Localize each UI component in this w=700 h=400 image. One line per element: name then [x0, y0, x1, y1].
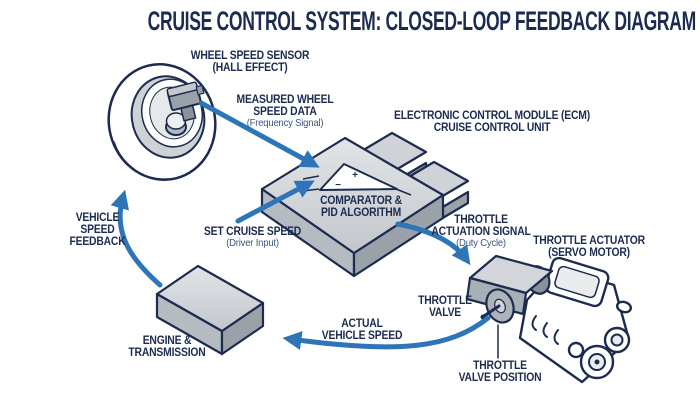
- engine-transmission-label-text: ENGINE & TRANSMISSION: [128, 335, 206, 360]
- comparator-label: COMPARATOR & PID ALGORITHM: [302, 195, 421, 219]
- wheel-speed-sensor-label-text: WHEEL SPEED SENSOR (HALL EFFECT): [190, 50, 310, 75]
- tire-sidewall-line: [113, 141, 168, 180]
- engine-pulley-upper-inner: [610, 333, 624, 347]
- engine-transmission-label: ENGINE & TRANSMISSION: [114, 335, 220, 359]
- set-cruise-label: SET CRUISE SPEED (Driver Input): [192, 226, 314, 250]
- comparator-plus-sign: +: [352, 170, 358, 181]
- vehicle-feedback-label: VEHICLE SPEED FEEDBACK: [59, 212, 136, 249]
- comparator-minus-sign: −: [335, 180, 341, 191]
- set-cruise-label-sub: (Driver Input): [226, 237, 279, 250]
- title-bar: CRUISE CONTROL SYSTEM: CLOSED-LOOP FEEDB…: [0, 6, 700, 37]
- engine-pulley-small: [567, 341, 585, 359]
- engine-pulley-large-hub: [594, 359, 600, 365]
- vehicle-feedback-label-text: VEHICLE SPEED FEEDBACK: [69, 212, 126, 249]
- signal-arrows: [110, 100, 491, 350]
- actual-speed-arrow: [282, 315, 491, 350]
- ecm-label: ELECTRONIC CONTROL MODULE (ECM) CRUISE C…: [375, 110, 609, 134]
- engine-intake: [554, 265, 600, 299]
- measured-speed-label-text: MEASURED WHEEL SPEED DATA: [236, 94, 334, 119]
- throttle-signal-label: THROTTLE ACTUATION SIGNAL (Duty Cycle): [426, 214, 536, 250]
- set-cruise-label-text: SET CRUISE SPEED: [203, 226, 302, 238]
- throttle-valve-label-text: THROTTLE VALVE: [418, 295, 472, 320]
- throttle-valve-label: THROTTLE VALVE: [407, 295, 483, 319]
- throttle-signal-label-sub: (Duty Cycle): [456, 237, 506, 250]
- comparator-lead-output: [395, 188, 412, 196]
- engine-exhaust-ribs: [531, 315, 559, 345]
- measured-speed-label: MEASURED WHEEL SPEED DATA (Frequency Sig…: [224, 94, 346, 130]
- ecm-label-text: ELECTRONIC CONTROL MODULE (ECM) CRUISE C…: [393, 110, 591, 135]
- throttle-actuator-label: THROTTLE ACTUATOR (SERVO MOTOR): [525, 235, 653, 259]
- wheel-speed-sensor: [166, 81, 205, 122]
- throttle-actuator-label-text: THROTTLE ACTUATOR (SERVO MOTOR): [533, 235, 645, 260]
- comparator-label-text: COMPARATOR & PID ALGORITHM: [320, 195, 402, 220]
- sensor-body-top: [166, 81, 199, 98]
- engine-box-face-top: [155, 264, 265, 333]
- throttle-valve-shaft: [482, 304, 501, 318]
- wheel-speed-sensor-label: WHEEL SPEED SENSOR (HALL EFFECT): [165, 50, 336, 74]
- actual-speed-label: ACTUAL VEHICLE SPEED: [309, 318, 415, 342]
- set-cruise-arrow: [235, 180, 315, 224]
- engine-transmission-box: [155, 264, 265, 356]
- sensor-connector: [195, 84, 205, 96]
- comparator-triangle: [319, 163, 398, 191]
- throttle-actuator-assembly: [465, 254, 554, 359]
- measured-speed-label-sub: (Frequency Signal): [246, 117, 324, 130]
- throttle-valve-position-label-text: THROTTLE VALVE POSITION: [458, 360, 542, 385]
- engine-oil-cap: [615, 300, 633, 314]
- vehicle-feedback-arrow: [110, 189, 163, 288]
- diagram-title: CRUISE CONTROL SYSTEM: CLOSED-LOOP FEEDB…: [147, 6, 697, 36]
- throttle-signal-label-text: THROTTLE ACTUATION SIGNAL: [431, 214, 531, 239]
- actual-speed-label-text: ACTUAL VEHICLE SPEED: [321, 318, 403, 343]
- measured-speed-arrow: [198, 100, 320, 168]
- throttle-valve-position-label: THROTTLE VALVE POSITION: [444, 360, 556, 384]
- comparator-lead-input-top: [302, 175, 320, 180]
- engine: [518, 256, 633, 384]
- throttle-signal-arrow: [395, 221, 471, 266]
